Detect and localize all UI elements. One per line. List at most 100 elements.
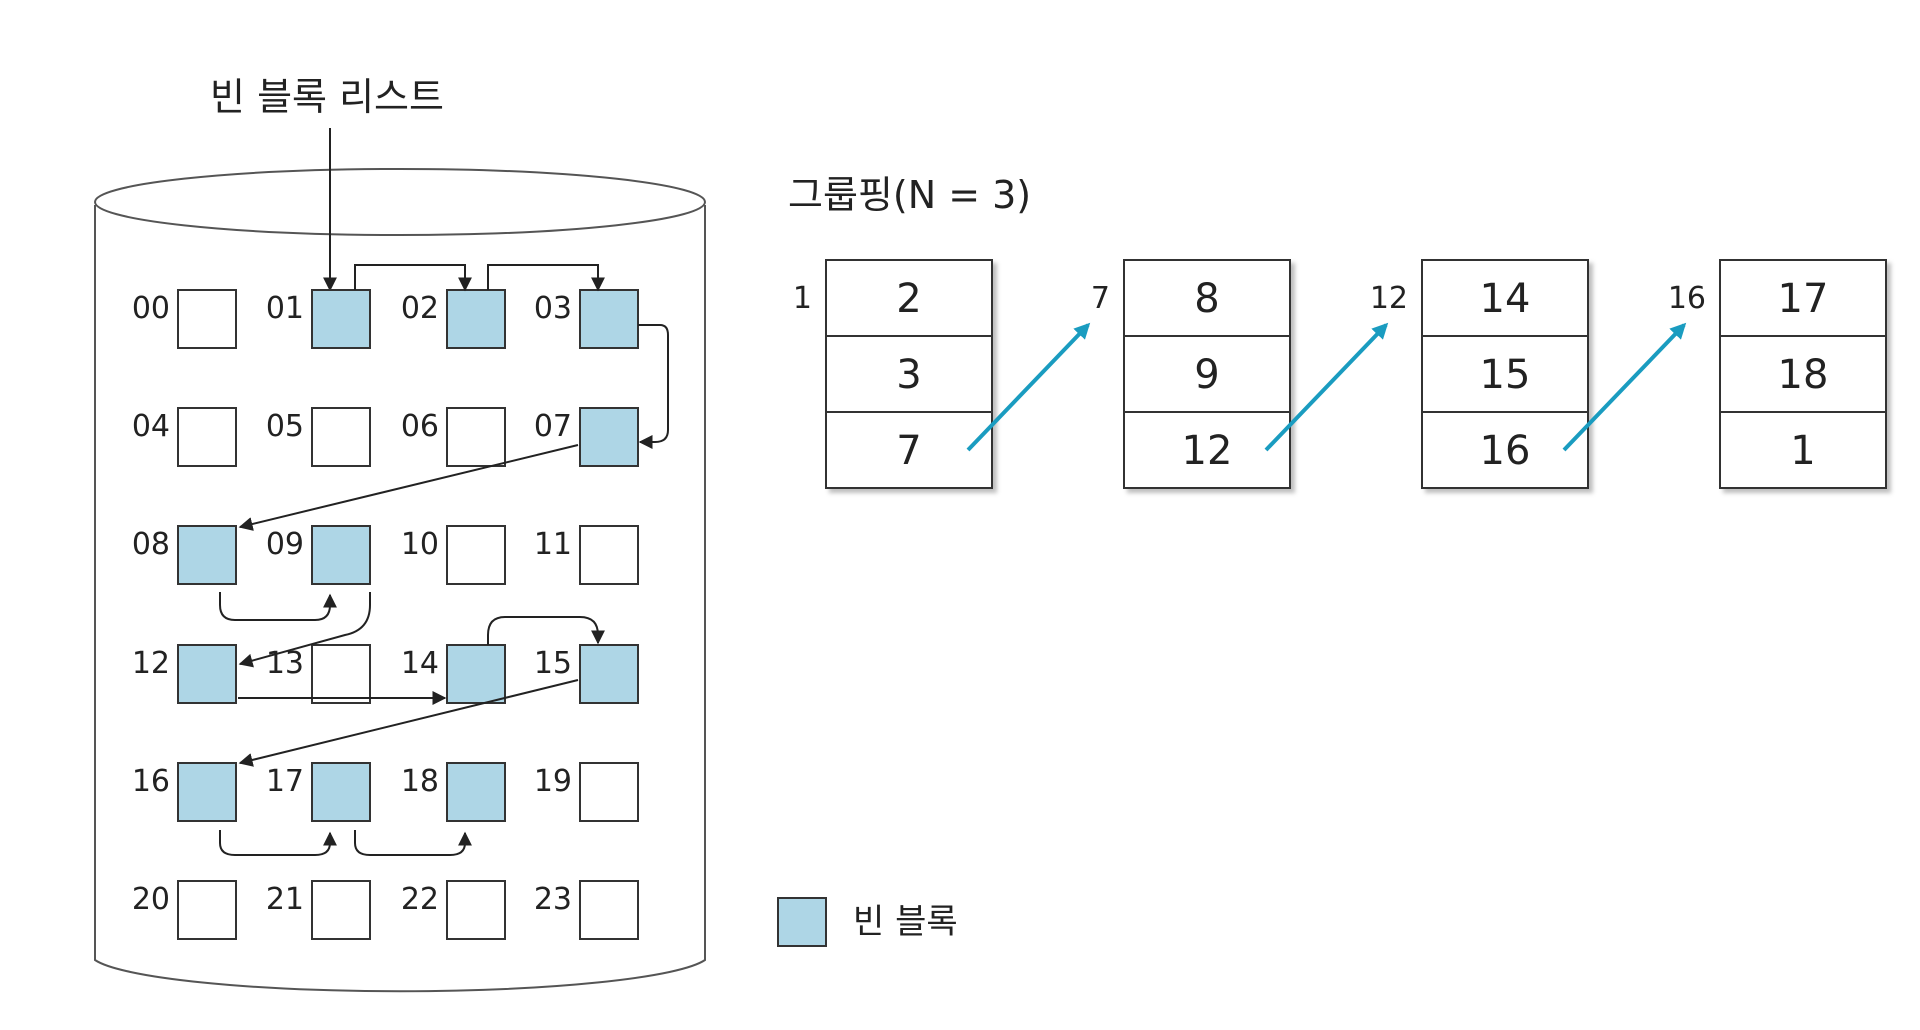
block-number-label: 19: [534, 764, 572, 799]
link-14-15: [487, 616, 605, 645]
link-16-17: [219, 830, 337, 856]
used-block-square: [177, 407, 237, 467]
group-table-frame: [1719, 259, 1887, 489]
group-index-label: 12: [1370, 281, 1408, 316]
disk-block: 01: [266, 289, 371, 349]
disk-block: 11: [534, 525, 639, 585]
free-block-square: [311, 762, 371, 822]
disk-block: 17: [266, 762, 371, 822]
block-number-label: 03: [534, 291, 572, 326]
disk-block: 00: [132, 289, 237, 349]
used-block-square: [177, 880, 237, 940]
disk-block: 08: [132, 525, 237, 585]
group-cell-value: 15: [1480, 352, 1531, 398]
disk-cylinder: [94, 168, 706, 993]
block-number-label: 08: [132, 527, 170, 562]
disk-block: 16: [132, 762, 237, 822]
block-number-label: 01: [266, 291, 304, 326]
block-number-label: 00: [132, 291, 170, 326]
block-number-label: 04: [132, 409, 170, 444]
disk-block: 10: [401, 525, 506, 585]
disk-block: 15: [534, 644, 639, 704]
legend-label: 빈 블록: [853, 902, 958, 942]
block-number-label: 17: [266, 764, 304, 799]
legend-swatch: [777, 897, 827, 947]
link-09-12: [238, 592, 371, 668]
free-block-square: [579, 289, 639, 349]
free-block-square: [311, 525, 371, 585]
block-number-label: 15: [534, 646, 572, 681]
used-block-square: [311, 407, 371, 467]
disk-block: 12: [132, 644, 237, 704]
group-index-label: 7: [1091, 281, 1110, 316]
link-03-07: [638, 324, 669, 449]
disk-block: 02: [401, 289, 506, 349]
group-table-frame: [825, 259, 993, 489]
block-number-label: 18: [401, 764, 439, 799]
block-number-label: 16: [132, 764, 170, 799]
used-block-square: [446, 880, 506, 940]
disk-block: 20: [132, 880, 237, 940]
disk-block: 18: [401, 762, 506, 822]
block-number-label: 11: [534, 527, 572, 562]
group-table-frame: [1421, 259, 1589, 489]
disk-block: 22: [401, 880, 506, 940]
disk-block: 05: [266, 407, 371, 467]
link-17-18: [354, 830, 472, 856]
disk-block: 03: [534, 289, 639, 349]
block-number-label: 21: [266, 882, 304, 917]
group-cell-value: 9: [1194, 352, 1219, 398]
used-block-square: [177, 289, 237, 349]
block-number-label: 20: [132, 882, 170, 917]
group-cell-value: 2: [896, 276, 921, 322]
free-list-label: 빈 블록 리스트: [210, 75, 444, 119]
link-15-16: [238, 679, 579, 767]
link-08-09: [219, 592, 337, 621]
block-number-label: 07: [534, 409, 572, 444]
free-block-square: [177, 644, 237, 704]
used-block-square: [311, 644, 371, 704]
block-number-label: 05: [266, 409, 304, 444]
block-number-label: 02: [401, 291, 439, 326]
group-arrow-3: [1562, 322, 1687, 452]
group-arrow-1: [966, 322, 1091, 452]
disk-block: 19: [534, 762, 639, 822]
disk-block: 09: [266, 525, 371, 585]
used-block-square: [446, 525, 506, 585]
free-block-square: [446, 644, 506, 704]
group-cell-value: 3: [896, 352, 921, 398]
free-block-square: [579, 407, 639, 467]
disk-block: 23: [534, 880, 639, 940]
group-arrow-2: [1264, 322, 1389, 452]
link-01-02: [354, 264, 472, 292]
group-cell-value: 18: [1778, 352, 1829, 398]
free-list-chain: [219, 264, 669, 856]
disk-block: 07: [534, 407, 639, 467]
disk-block: 21: [266, 880, 371, 940]
group-cell-value: 12: [1182, 428, 1233, 474]
used-block-square: [579, 880, 639, 940]
block-number-label: 09: [266, 527, 304, 562]
link-02-03: [487, 264, 605, 292]
group-table-frame: [1123, 259, 1291, 489]
free-block-square: [177, 762, 237, 822]
used-block-square: [446, 407, 506, 467]
legend: 빈 블록: [777, 897, 958, 947]
group-cell-value: 14: [1480, 276, 1531, 322]
block-number-label: 22: [401, 882, 439, 917]
free-block-square: [311, 289, 371, 349]
group-cell-value: 17: [1778, 276, 1829, 322]
free-block-square: [446, 289, 506, 349]
used-block-square: [579, 525, 639, 585]
group-cell-value: 7: [896, 428, 921, 474]
free-block-square: [177, 525, 237, 585]
group-index-label: 16: [1668, 281, 1706, 316]
block-number-label: 14: [401, 646, 439, 681]
used-block-square: [311, 880, 371, 940]
disk-block: 04: [132, 407, 237, 467]
